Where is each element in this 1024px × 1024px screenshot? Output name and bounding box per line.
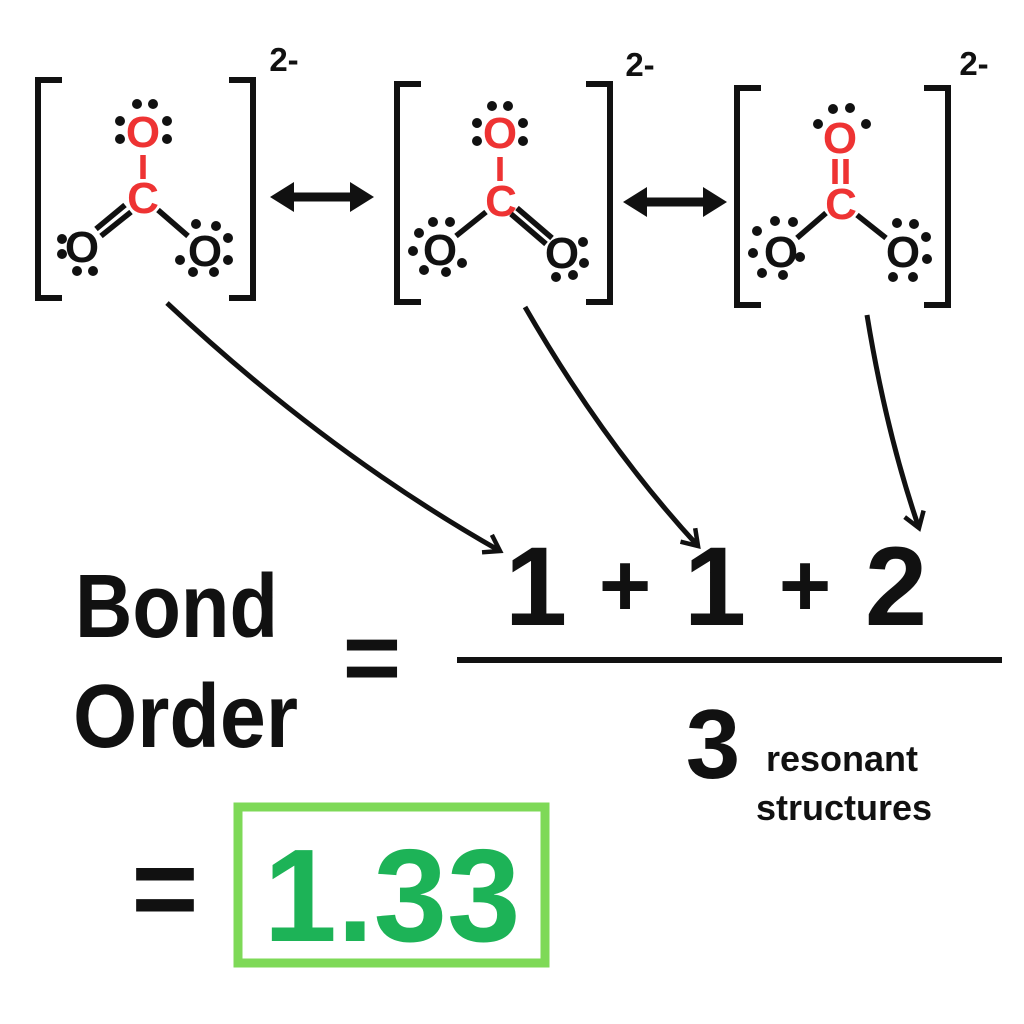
single-bond-bottom-left	[795, 210, 828, 241]
top-oxygen-lone-pairs	[813, 103, 871, 129]
carbon: C	[127, 174, 159, 223]
carbon: C	[825, 180, 857, 229]
numerator-value-3: 2	[865, 524, 927, 649]
double-bond-top	[832, 159, 849, 184]
numerator-value-2: 1	[684, 524, 746, 649]
bond-label: Bond	[75, 557, 278, 657]
single-bond-bottom-right	[156, 207, 190, 239]
numerator-plus-2: +	[779, 536, 832, 636]
bond-order-equation: Bond Order = 1 + 1 + 2 3 resonant struct…	[73, 524, 1002, 969]
arrowhead-left	[623, 187, 647, 217]
bottom-left-oxygen: O	[65, 223, 99, 272]
arrowhead-right	[703, 187, 727, 217]
pointer-arrow-structure-2	[522, 305, 701, 549]
double-bond-bottom-right	[509, 205, 554, 247]
equals-sign: =	[343, 602, 401, 714]
resonance-arrow-2	[623, 187, 727, 217]
lewis-structure-3: 2- O C O O	[734, 45, 989, 308]
arrowhead-right	[350, 182, 374, 212]
pointer-arrow-structure-3	[864, 314, 926, 532]
bottom-right-oxygen: O	[886, 228, 920, 277]
bottom-left-oxygen: O	[764, 228, 798, 277]
pointer-arrow-structure-1	[165, 301, 504, 555]
denominator-value: 3	[686, 689, 741, 799]
double-bond-bottom-left	[94, 202, 133, 239]
denominator-note-line1: resonant	[766, 738, 918, 779]
left-bracket	[734, 85, 761, 308]
arrowhead-left	[270, 182, 294, 212]
resonance-arrow-1	[270, 182, 374, 212]
top-oxygen: O	[126, 108, 160, 157]
result-equals-sign: =	[131, 825, 198, 953]
top-oxygen-lone-pairs	[472, 101, 528, 146]
right-bracket	[229, 77, 256, 301]
numerator-plus-1: +	[599, 536, 652, 636]
charge-label: 2-	[959, 45, 988, 82]
top-oxygen-lone-pairs	[115, 99, 172, 144]
right-bracket	[924, 85, 951, 308]
bottom-right-oxygen-lone-pairs	[551, 237, 589, 282]
charge-label: 2-	[625, 46, 654, 83]
bottom-right-oxygen-lone-pairs	[175, 219, 233, 277]
single-bond-bottom-right	[855, 212, 888, 241]
result-box	[233, 802, 550, 968]
order-label: Order	[73, 667, 298, 767]
bottom-right-oxygen-lone-pairs	[888, 218, 932, 282]
bottom-left-oxygen-lone-pairs	[408, 217, 467, 277]
bottom-left-oxygen-lone-pairs	[57, 234, 98, 276]
right-bracket	[586, 81, 613, 305]
result-value: 1.33	[264, 822, 521, 969]
lewis-structure-1: 2- O C O O	[35, 41, 299, 301]
top-oxygen: O	[483, 109, 517, 158]
left-bracket	[35, 77, 62, 301]
left-bracket	[394, 81, 421, 305]
numerator-value-1: 1	[505, 524, 567, 649]
bottom-left-oxygen: O	[423, 226, 457, 275]
charge-label: 2-	[269, 41, 298, 78]
bottom-right-oxygen: O	[545, 229, 579, 278]
top-oxygen: O	[823, 114, 857, 163]
lewis-structure-2: 2- O C O O	[394, 46, 655, 305]
bottom-left-oxygen-lone-pairs	[748, 216, 805, 280]
carbon: C	[485, 177, 517, 226]
single-bond-bottom-left	[454, 209, 488, 239]
denominator-note-line2: structures	[756, 787, 932, 828]
